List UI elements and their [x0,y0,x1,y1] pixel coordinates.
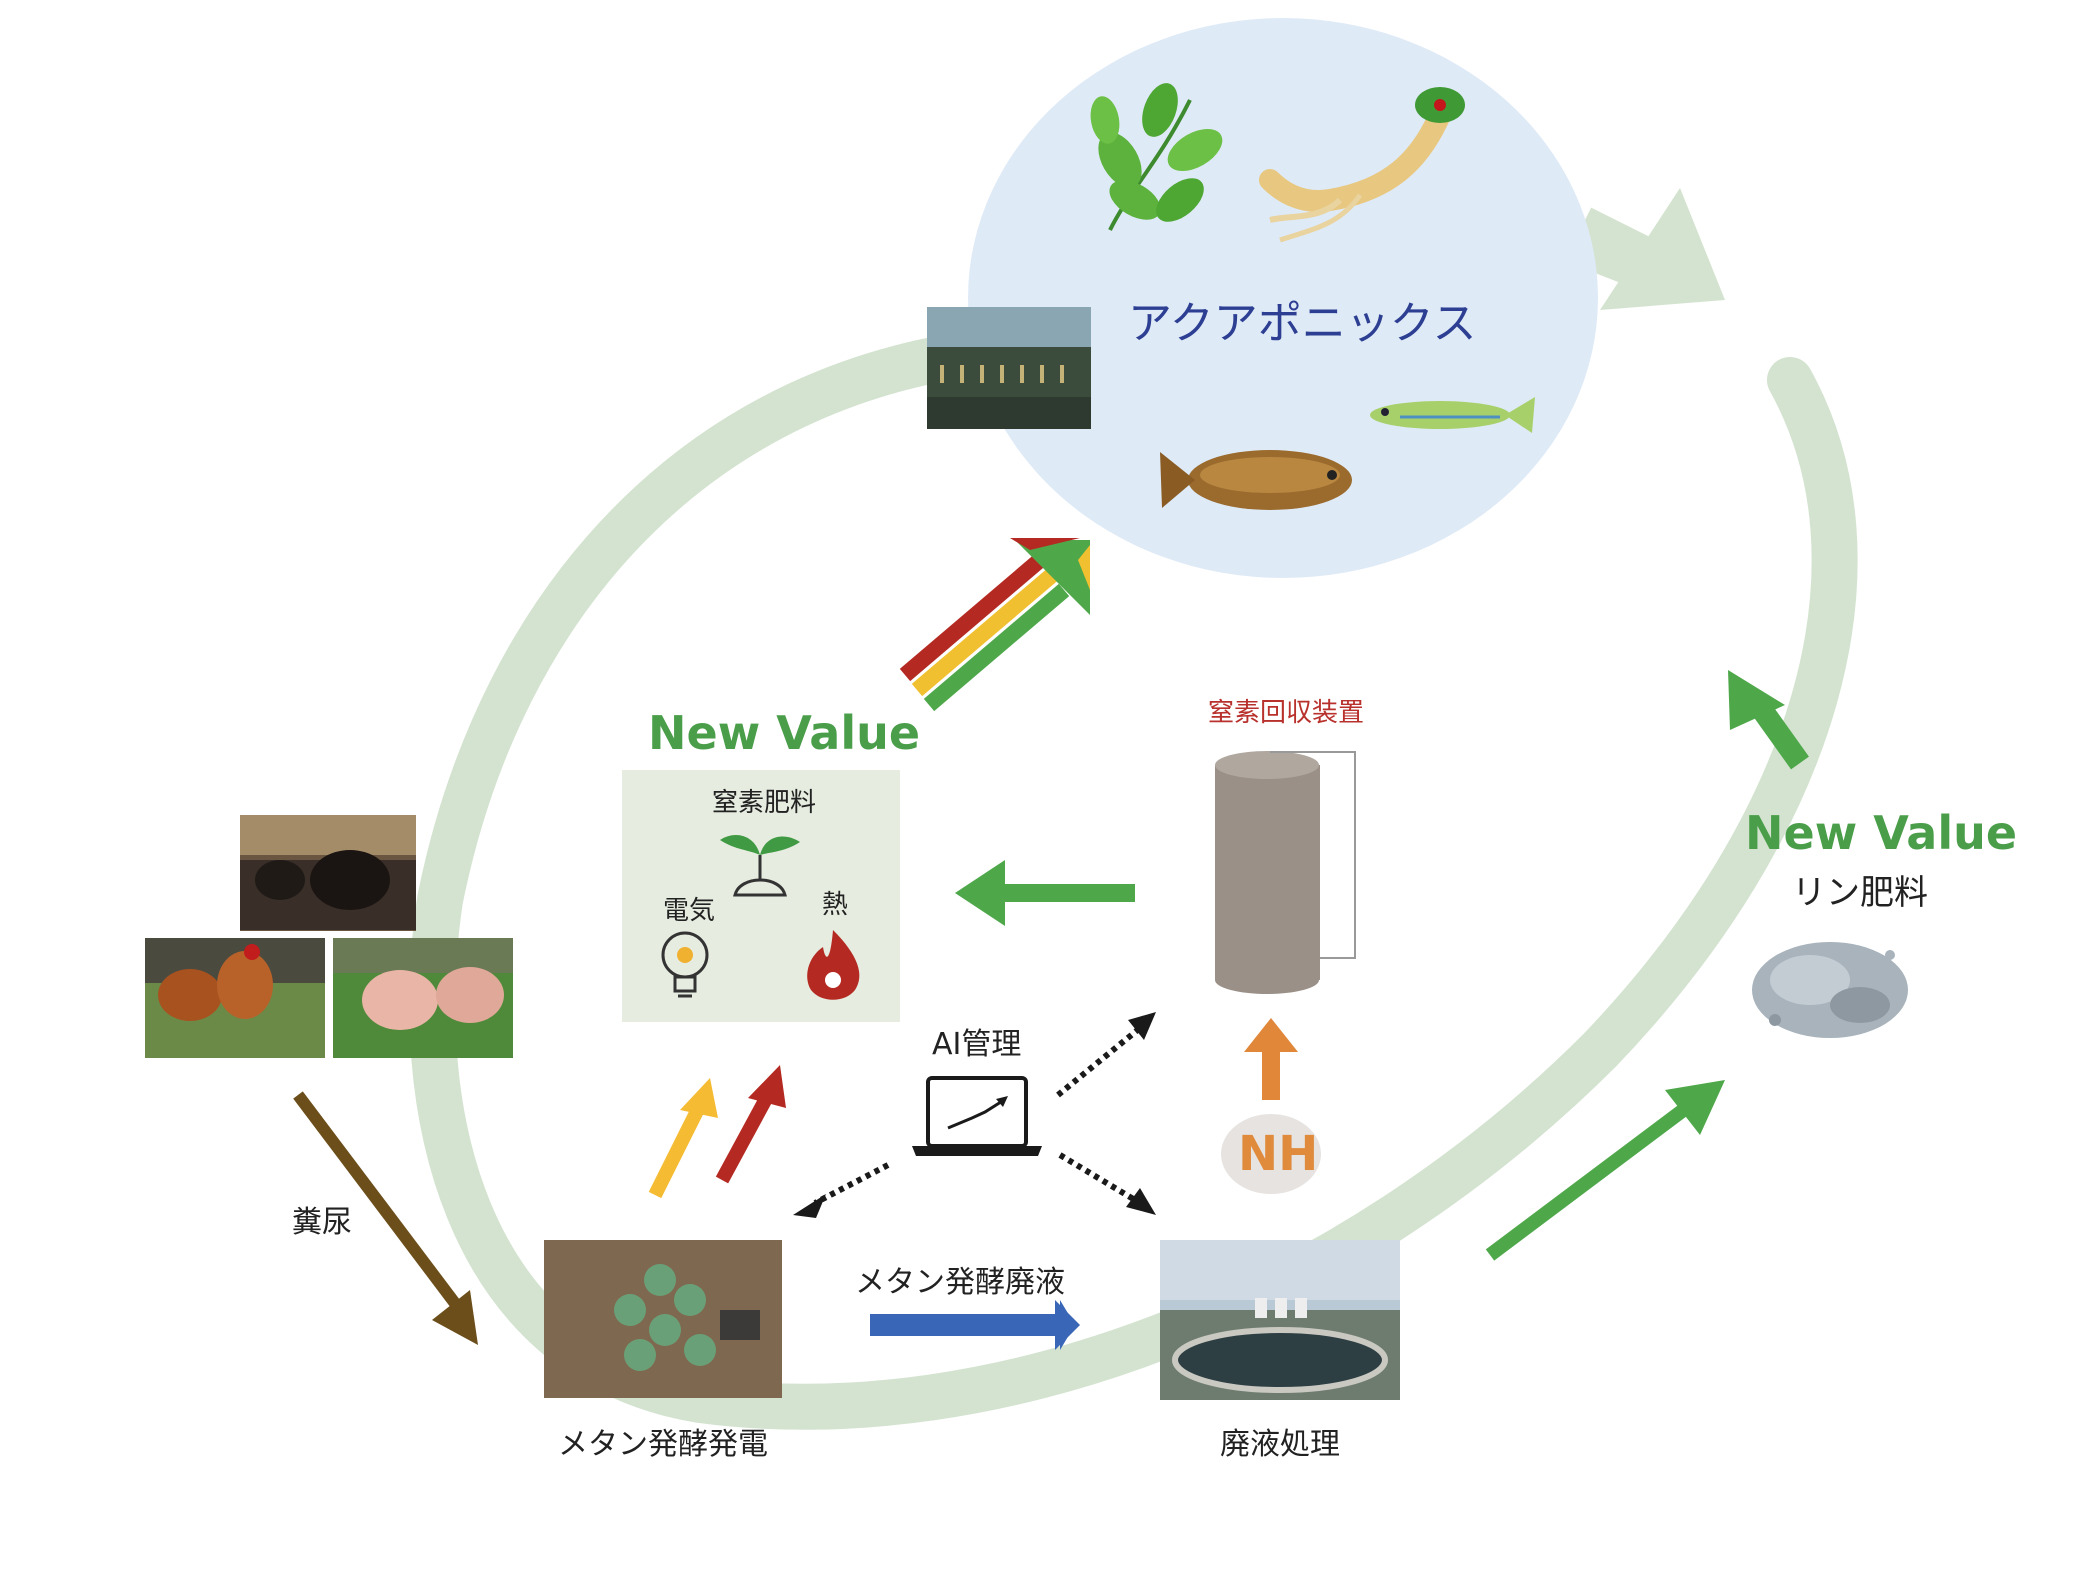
green-arrow-to-phosphorus [1485,1080,1725,1261]
blue-arrow-waste-liquid [870,1300,1080,1350]
leaves-icon [1090,83,1223,231]
pig-photo [333,938,513,1058]
laptop-chart-icon [912,1076,1042,1156]
fish-icon [1370,397,1535,433]
ginseng-icon [1259,87,1465,243]
new-value-right-label: New Value [1745,806,2018,860]
cattle-photo [240,815,416,931]
ai-arrowhead-tank [1128,1012,1156,1040]
yellow-arrow-up [648,1078,718,1199]
orange-arrow-up [1244,1018,1298,1100]
nitrogen-fertilizer-label: 窒素肥料 [712,788,817,818]
sprout-icon [720,835,800,897]
ai-arrowhead-waste [1126,1188,1156,1215]
ring-arrowhead [1600,188,1725,310]
nh-label: NH [1238,1126,1319,1182]
phosphorus-fertilizer-label: リン肥料 [1792,873,1928,913]
green-arrow-upright [1728,670,1809,770]
ai-dotted-arrows [813,1025,1142,1206]
nitrogen-recovery-label: 窒素回収装置 [1208,698,1365,728]
green-arrow-left [955,860,1135,926]
methane-waste-liquid-label: メタン発酵廃液 [855,1265,1065,1300]
nh-badge [1221,1114,1321,1194]
powder-icon [1752,942,1908,1038]
ai-arrowhead-methane [793,1194,826,1218]
methane-plant-photo [544,1240,782,1398]
cylinder-tank-icon [1215,751,1356,994]
aquaponics-photo [927,307,1091,429]
chicken-photo [145,938,325,1058]
tricolor-arrow [899,538,1090,712]
ai-management-label: AI管理 [932,1027,1022,1062]
flame-icon [807,930,860,1000]
wastewater-photo [1160,1240,1400,1400]
methane-power-label: メタン発酵発電 [558,1427,768,1462]
red-arrow-up [715,1065,786,1184]
new-value-left-label: New Value [648,706,921,760]
heat-label: 熱 [822,890,849,920]
brown-arrow-manure [293,1091,478,1345]
wastewater-treatment-label: 廃液処理 [1220,1427,1340,1462]
carp-icon [1160,450,1352,510]
manure-label: 糞尿 [292,1205,352,1240]
aquaponics-label: アクアポニックス [1128,298,1477,349]
electricity-label: 電気 [663,896,716,926]
lightbulb-icon [661,931,709,998]
